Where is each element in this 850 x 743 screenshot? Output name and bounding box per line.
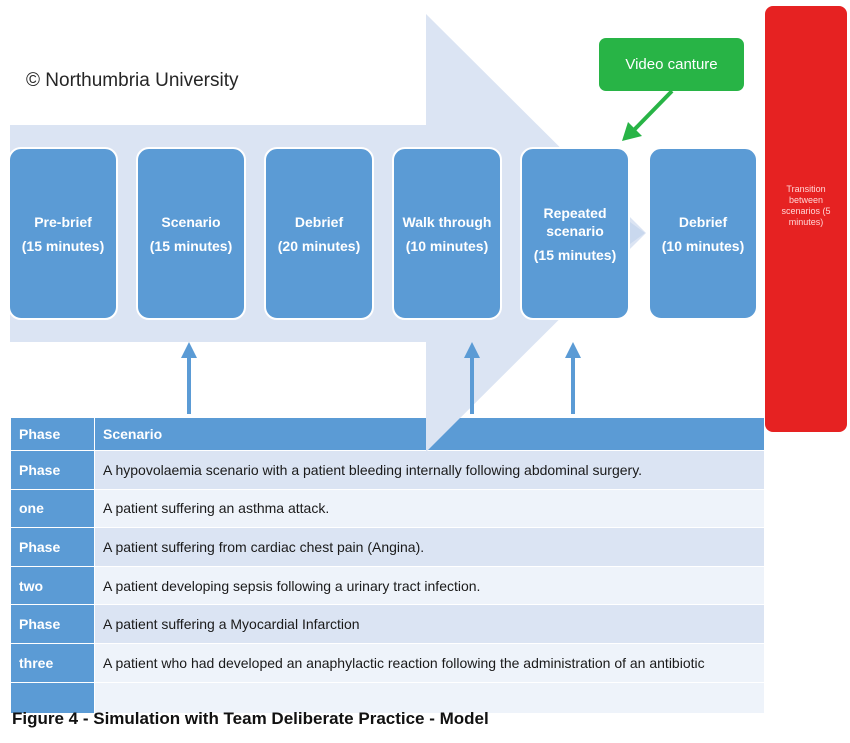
phase-cell: three xyxy=(10,642,95,683)
phase-cell: Phase xyxy=(10,527,95,567)
step-name: Repeated scenario xyxy=(543,204,607,239)
header-phase: Phase xyxy=(10,417,95,451)
transition-panel: Transition between scenarios (5 minutes) xyxy=(765,6,847,432)
phase-cell: Phase xyxy=(10,604,95,644)
step-debrief: Debrief (20 minutes) xyxy=(264,147,374,320)
table-row: three A patient who had developed an ana… xyxy=(10,642,765,683)
phase-cell: one xyxy=(10,488,95,529)
video-capture-callout: Video canture xyxy=(599,38,744,91)
up-arrow-repeated xyxy=(565,342,581,414)
small-connector-arrow xyxy=(630,222,645,244)
scenario-cell: A patient suffering a Myocardial Infarct… xyxy=(94,604,765,644)
callout-label: Video canture xyxy=(625,56,718,73)
table-row: one A patient suffering an asthma attack… xyxy=(10,488,765,529)
step-pre-brief: Pre-brief (15 minutes) xyxy=(8,147,118,320)
scenario-cell: A patient developing sepsis following a … xyxy=(94,565,765,606)
scenario-cell: A patient who had developed an anaphylac… xyxy=(94,642,765,683)
figure-caption: Figure 4 - Simulation with Team Delibera… xyxy=(12,709,489,728)
copyright-text: © Northumbria University xyxy=(26,70,239,91)
table-row: Phase A patient suffering from cardiac c… xyxy=(10,527,765,567)
scenario-cell-blank xyxy=(94,681,765,714)
step-duration: (10 minutes) xyxy=(661,237,745,254)
step-duration: (20 minutes) xyxy=(277,237,361,254)
transition-note: Transition between scenarios (5 minutes) xyxy=(781,184,831,227)
step-name: Scenario xyxy=(161,213,221,230)
table-row-blank xyxy=(10,681,765,714)
step-repeated-scenario: Repeated scenario (15 minutes) xyxy=(520,147,630,320)
up-arrow-walk-through xyxy=(464,342,480,414)
step-duration: (10 minutes) xyxy=(405,237,489,254)
step-debrief-final: Debrief (10 minutes) xyxy=(648,147,758,320)
step-duration: (15 minutes) xyxy=(149,237,233,254)
phase-cell: Phase xyxy=(10,450,95,490)
step-walk-through: Walk through (10 minutes) xyxy=(392,147,502,320)
phase-cell: two xyxy=(10,565,95,606)
step-name: Pre-brief xyxy=(34,213,92,230)
scenario-cell: A hypovolaemia scenario with a patient b… xyxy=(94,450,765,490)
scenario-cell: A patient suffering from cardiac chest p… xyxy=(94,527,765,567)
step-duration: (15 minutes) xyxy=(533,246,617,263)
phase-cell-blank xyxy=(10,681,95,714)
step-name: Debrief xyxy=(678,213,728,230)
up-arrow-scenario xyxy=(181,342,197,414)
step-name: Debrief xyxy=(294,213,344,230)
table-row: two A patient developing sepsis followin… xyxy=(10,565,765,606)
step-name: Walk through xyxy=(402,213,492,230)
step-duration: (15 minutes) xyxy=(21,237,105,254)
table-row: Phase A hypovolaemia scenario with a pat… xyxy=(10,450,765,490)
table-row: Phase A patient suffering a Myocardial I… xyxy=(10,604,765,644)
scenario-cell: A patient suffering an asthma attack. xyxy=(94,488,765,529)
step-scenario: Scenario (15 minutes) xyxy=(136,147,246,320)
